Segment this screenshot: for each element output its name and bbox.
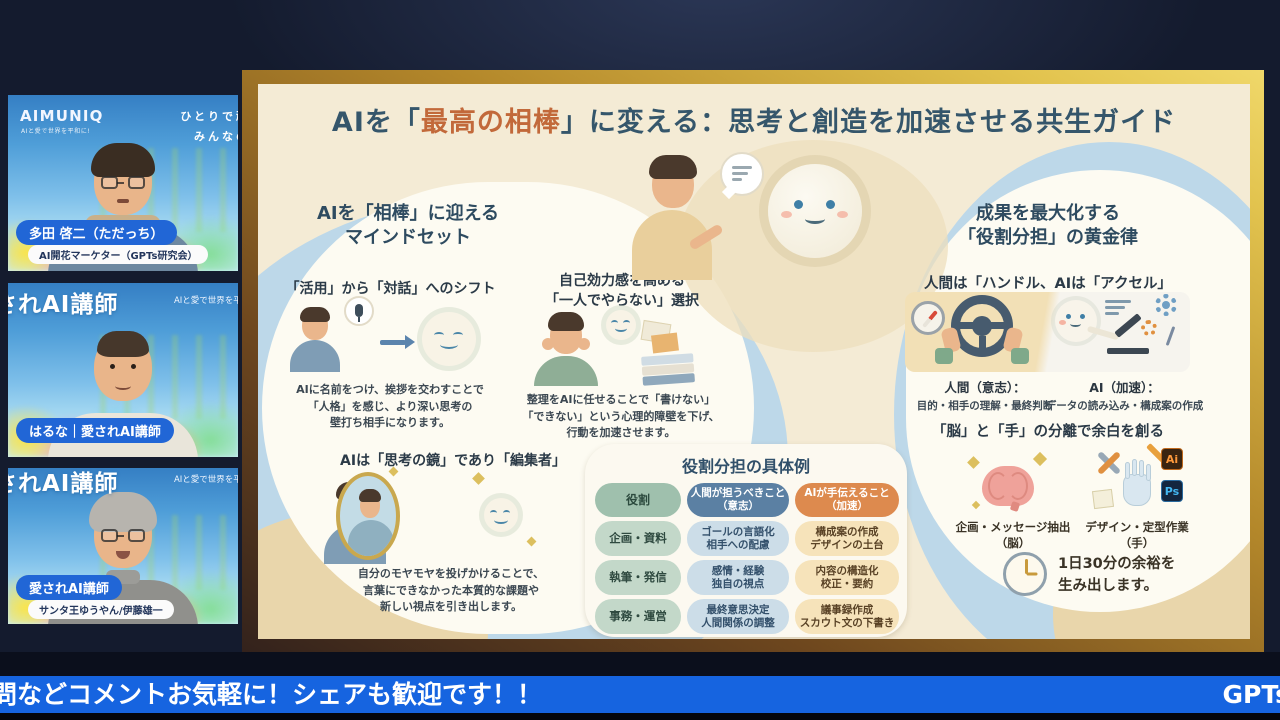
presentation-slide: AIを「最高の相棒」に変える：思考と創造を加速させる共生ガイド AIを「相棒」に… xyxy=(258,84,1250,639)
accelerator-pedal-icon xyxy=(1114,313,1142,338)
aimuniq-logo: AIMUNIQ xyxy=(20,107,104,125)
item1-title: 「活用」から「対話」へのシフト xyxy=(285,281,496,297)
mic-bubble-icon xyxy=(344,296,374,326)
table-cell: ゴールの言語化 相手への配慮 xyxy=(687,521,789,556)
brain-icon xyxy=(967,451,1048,516)
role-table: 役割 人間が担うべきこと （意志） AIが手伝えること （加速） 企画・資料 ゴ… xyxy=(595,483,899,634)
clock-icon xyxy=(1003,552,1047,596)
ai-role-label: AI（加速）： データの読み込み・構成案の作成 xyxy=(1045,380,1204,412)
role-badge: サンタ王ゆうやん/伊藤雄一 xyxy=(28,600,174,619)
hand-icon xyxy=(1123,459,1151,506)
background-text: ひとりで頑 みんなの xyxy=(180,110,238,143)
role-table-panel: 役割分担の具体例 役割 人間が担うべきこと （意志） AIが手伝えること （加速… xyxy=(585,444,907,637)
clock-caption: 1日30分の余裕を 生み出します。 xyxy=(1058,556,1176,594)
mirror-icon xyxy=(336,472,400,560)
background-text-small: AIと愛で世界を平 xyxy=(174,475,238,485)
illustrator-badge: Ai xyxy=(1161,448,1183,470)
mirror-illustration xyxy=(324,466,586,564)
table-cell: 感情・経験 独自の視点 xyxy=(687,560,789,595)
sparkle-icon xyxy=(472,472,485,485)
ticker-text-left: 問などコメントお気軽に！シェアも歓迎です！！ xyxy=(0,680,543,709)
gear-icon xyxy=(1155,294,1177,316)
background-text: されAI講師 xyxy=(8,292,119,318)
speech-bubble-icon xyxy=(720,152,764,200)
hand-label: デザイン・定型作業 （手） xyxy=(1085,520,1189,550)
background-text-small: AIと愛で世界を平 xyxy=(174,296,238,306)
brain-hand-title: 「脳」と「手」の分離で余白を創る xyxy=(932,424,1164,440)
chart-lines-icon xyxy=(1105,300,1131,303)
item3-title: AIは「思考の鏡」であり「編集者」 xyxy=(340,453,566,469)
gear-icon xyxy=(1141,320,1157,336)
steering-wheel-icon xyxy=(951,295,1013,357)
table-cell: 議事録作成 スカウト文の下書き xyxy=(795,599,899,634)
background-text: されAI講師 xyxy=(8,471,119,497)
table-header-ai: AIが手伝えること （加速） xyxy=(795,483,899,517)
ai-driver-icon xyxy=(1055,300,1097,342)
lower-dark-band xyxy=(0,652,1280,676)
presentation-slide-frame: AIを「最高の相棒」に変える：思考と創造を加速させる共生ガイド AIを「相棒」に… xyxy=(242,70,1264,652)
avatar-head xyxy=(94,331,152,401)
bottom-strip xyxy=(0,713,1280,720)
not-alone-illustration xyxy=(530,310,720,390)
avatar-head xyxy=(91,143,155,215)
ai-face-icon xyxy=(484,498,518,532)
table-cell: 企画・資料 xyxy=(595,521,681,556)
table-header-role: 役割 xyxy=(595,483,681,517)
compass-icon xyxy=(911,301,945,335)
ai-face-icon xyxy=(606,310,636,340)
video-feed-1: AIMUNIQ AIと愛で世界を平和に! ひとりで頑 みんなの 多田 啓二（ただ… xyxy=(8,95,238,271)
human-role-label: 人間（意志）： 目的・相手の理解・最終判断 xyxy=(916,380,1054,412)
video-feed-2: されAI講師 AIと愛で世界を平 はるな｜愛されAI講師 xyxy=(8,283,238,457)
handle-accelerator-panel xyxy=(905,292,1190,372)
ai-character-face xyxy=(768,164,862,258)
glasses-icon xyxy=(101,176,124,189)
name-badge: 多田 啓二（ただっち） xyxy=(16,220,177,245)
paper-icon xyxy=(1091,488,1115,510)
hand-tools-icon: Ai Ps xyxy=(1091,443,1189,518)
ticker-banner: 問などコメントお気軽に！シェアも歓迎です！！ GPTs xyxy=(0,676,1280,713)
left-section-heading: AIを「相棒」に迎える マインドセット xyxy=(316,203,500,249)
avatar-head xyxy=(89,492,157,568)
arrow-icon xyxy=(380,335,415,349)
ticker-text-right: GPTs xyxy=(1222,680,1280,709)
human-ai-partnership-illustration xyxy=(632,152,910,304)
table-cell: 内容の構造化 校正・要約 xyxy=(795,560,899,595)
role-badge: AI開花マーケター（GPTs研究会） xyxy=(28,245,209,264)
slide-title: AIを「最高の相棒」に変える：思考と創造を加速させる共生ガイド xyxy=(331,107,1177,138)
glasses-icon xyxy=(101,529,124,542)
title-highlight: 最高の相棒 xyxy=(420,107,561,138)
name-badge: はるな｜愛されAI講師 xyxy=(16,418,174,443)
name-badge: 愛されAI講師 xyxy=(16,575,122,600)
table-header-human: 人間が担うべきこと （意志） xyxy=(687,483,789,517)
item2-caption: 整理をAIに任せることで「書けない」 「できない」という心理的障壁を下げ、 行動… xyxy=(522,393,720,439)
books-icon xyxy=(641,352,695,386)
table-cell: 事務・運営 xyxy=(595,599,681,634)
handle-accel-title: 人間は「ハンドル、AIは「アクセル」 xyxy=(924,276,1172,292)
table-cell: 最終意思決定 人間関係の調整 xyxy=(687,599,789,634)
table-title: 役割分担の具体例 xyxy=(681,457,810,476)
table-cell: 執筆・発信 xyxy=(595,560,681,595)
item3-caption: 自分のモヤモヤを投げかけることで、 言葉にできなかった本質的な課題や 新しい視点… xyxy=(357,567,545,613)
photoshop-badge: Ps xyxy=(1161,480,1183,502)
table-cell: 構成案の作成 デザインの土台 xyxy=(795,521,899,556)
item1-caption: AIに名前をつけ、挨拶を交わすことで 「人格」を感じ、より深い思考の 壁打ち相手… xyxy=(296,383,484,429)
aimuniq-tagline: AIと愛で世界を平和に! xyxy=(21,128,91,135)
arrow-icon xyxy=(1165,326,1176,346)
video-feed-3: されAI講師 AIと愛で世界を平 愛されAI講師 サンタ王ゆうやん/伊藤雄一 xyxy=(8,468,238,624)
right-section-heading: 成果を最大化する 「役割分担」の黄金律 xyxy=(958,203,1138,249)
microphone-icon xyxy=(355,304,363,322)
dialogue-shift-illustration xyxy=(290,296,486,380)
ai-face-icon xyxy=(422,312,476,366)
brain-label: 企画・メッセージ抽出 （脳） xyxy=(955,520,1071,550)
